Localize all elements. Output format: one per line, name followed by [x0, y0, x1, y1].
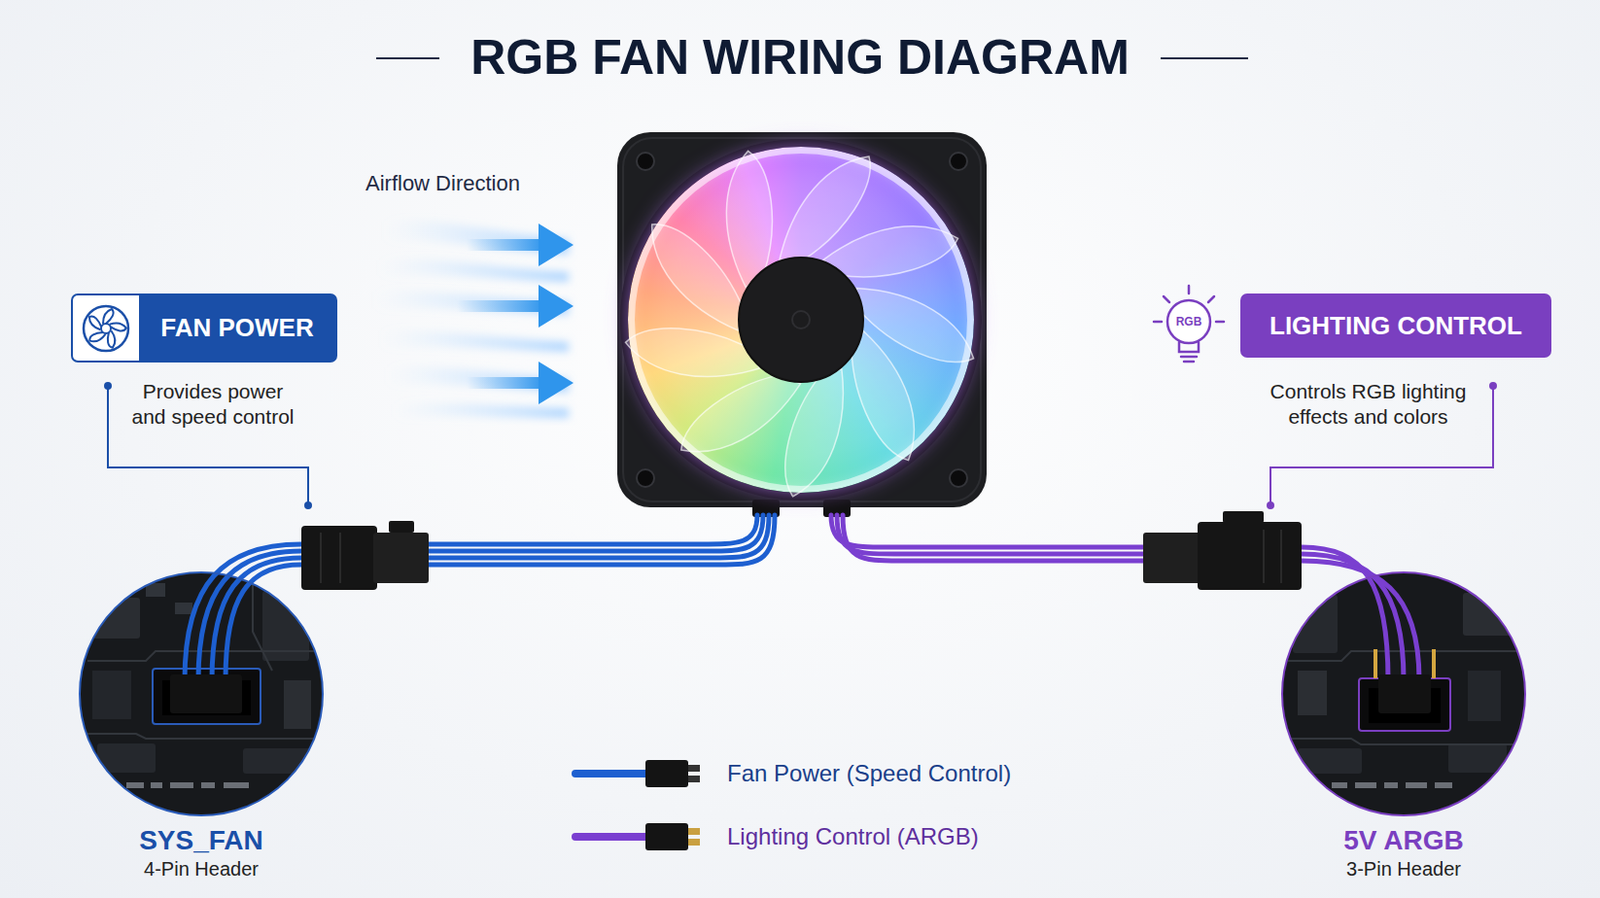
fan-icon-graphic [80, 303, 132, 354]
title-rule [376, 57, 440, 60]
legend-sample-fan [575, 760, 700, 788]
header-name: 5V ARGB [1281, 824, 1527, 858]
fan-power-box: FAN POWER [70, 293, 338, 363]
argb-wires [831, 515, 1420, 681]
fan-frame [617, 132, 987, 518]
motherboard-left [78, 571, 324, 817]
feature-box: FAN POWER Provides power and speed contro… [70, 293, 338, 430]
box-heading: FAN POWER [139, 295, 336, 361]
fan-icon [72, 295, 140, 361]
airflow-arrows [456, 223, 574, 405]
box-description: Controls RGB lighting effects and colors [1263, 379, 1473, 430]
legend-text: Fan Power (Speed Control) [727, 760, 1011, 788]
header-type: 3-Pin Header [1281, 857, 1527, 881]
argb-inline-connector [1143, 511, 1302, 591]
box-heading: LIGHTING CONTROL [1240, 293, 1552, 358]
header-circle [1281, 571, 1527, 817]
fan-header-plug [170, 674, 243, 714]
header-callout: 5V ARGB3-Pin Header [1281, 571, 1527, 881]
box-description: Provides power and speed control [127, 379, 299, 430]
bulb-icon [1153, 285, 1224, 362]
fan-inline-connector [301, 521, 429, 591]
diagram-title: RGB FAN WIRING DIAGRAM [470, 29, 1130, 86]
fan-power-wires [184, 515, 775, 681]
bulb-label: RGB [1176, 314, 1203, 329]
title-rule [1160, 57, 1249, 60]
argb-header-plug [1378, 674, 1431, 714]
header-type: 4-Pin Header [78, 857, 324, 881]
legend-sample-argb [575, 823, 700, 851]
feature-box: LIGHTING CONTROL Controls RGB lighting ef… [1240, 293, 1552, 430]
legend-text: Lighting Control (ARGB) [727, 823, 979, 851]
header-name: SYS_FAN [78, 824, 324, 858]
header-circle [78, 571, 324, 817]
airflow-label: Airflow Direction [365, 171, 521, 197]
header-callout: SYS_FAN4-Pin Header [78, 571, 324, 881]
